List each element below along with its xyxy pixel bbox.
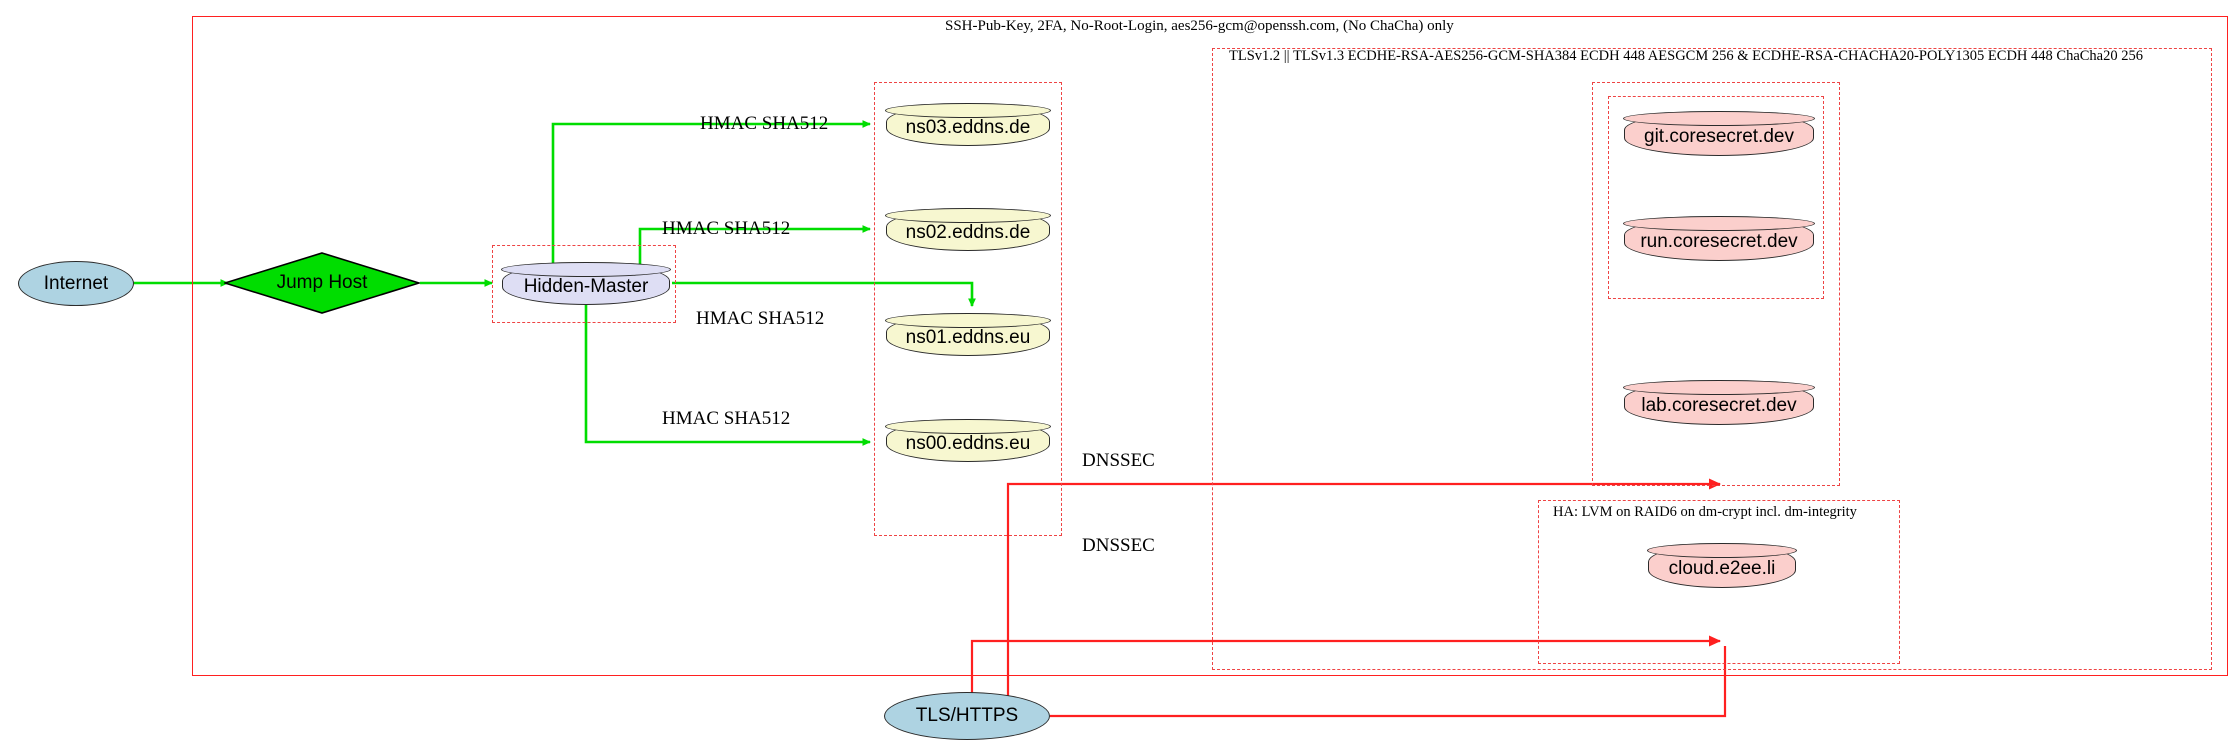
node-ns01-label: ns01.eddns.eu (905, 326, 1031, 348)
node-ns02[interactable]: ns02.eddns.de (885, 208, 1051, 251)
node-tls-https[interactable]: TLS/HTTPS (884, 692, 1050, 740)
edge-label-dnssec-lower: DNSSEC (1082, 535, 1155, 556)
node-cloud-e2ee[interactable]: cloud.e2ee.li (1647, 543, 1797, 588)
node-git-coresecret[interactable]: git.coresecret.dev (1623, 111, 1815, 156)
node-cloud-e2ee-label: cloud.e2ee.li (1668, 557, 1776, 579)
boundary-label-ssh-zone: SSH-Pub-Key, 2FA, No-Root-Login, aes256-… (940, 18, 1459, 35)
node-lab-coresecret[interactable]: lab.coresecret.dev (1623, 380, 1815, 425)
boundary-label-tls-zone: TLSv1.2 || TLSv1.3 ECDHE-RSA-AES256-GCM-… (1224, 48, 2148, 65)
boundary-label-ha-zone: HA: LVM on RAID6 on dm-crypt incl. dm-in… (1548, 504, 1862, 521)
boundary-ssh-zone (192, 16, 2228, 676)
node-internet[interactable]: Internet (18, 261, 134, 306)
jump-host-diamond-shape (224, 252, 420, 314)
node-tls-https-label: TLS/HTTPS (915, 705, 1019, 726)
node-ns03-label: ns03.eddns.de (905, 116, 1031, 138)
node-ns00-label: ns00.eddns.eu (905, 432, 1031, 454)
edge-label-hmac-ns00: HMAC SHA512 (662, 408, 791, 429)
node-ns02-label: ns02.eddns.de (905, 221, 1031, 243)
node-ns01[interactable]: ns01.eddns.eu (885, 313, 1051, 356)
boundary-hidden-master-zone (492, 245, 676, 323)
edge-label-hmac-ns03: HMAC SHA512 (700, 113, 829, 134)
node-hidden-master[interactable]: Hidden-Master (501, 262, 671, 305)
boundary-coresecret-zone (1592, 82, 1840, 486)
boundary-dns-zone (874, 82, 1062, 536)
boundary-tls-zone (1212, 48, 2212, 670)
node-run-coresecret[interactable]: run.coresecret.dev (1623, 216, 1815, 261)
node-hidden-master-label: Hidden-Master (523, 275, 649, 297)
node-ns03[interactable]: ns03.eddns.de (885, 103, 1051, 146)
node-jump-host[interactable]: Jump Host (224, 252, 420, 314)
edge-label-hmac-ns02: HMAC SHA512 (662, 218, 791, 239)
boundary-cloud-zone (1538, 500, 1900, 664)
node-lab-coresecret-label: lab.coresecret.dev (1641, 394, 1797, 416)
edge-label-dnssec-upper: DNSSEC (1082, 450, 1155, 471)
edge-label-hmac-ns01: HMAC SHA512 (696, 308, 825, 329)
node-run-coresecret-label: run.coresecret.dev (1640, 230, 1798, 252)
node-git-coresecret-label: git.coresecret.dev (1644, 125, 1794, 147)
node-ns00[interactable]: ns00.eddns.eu (885, 419, 1051, 462)
node-internet-label: Internet (43, 272, 109, 294)
boundary-coresecret-inner-zone (1608, 96, 1824, 299)
